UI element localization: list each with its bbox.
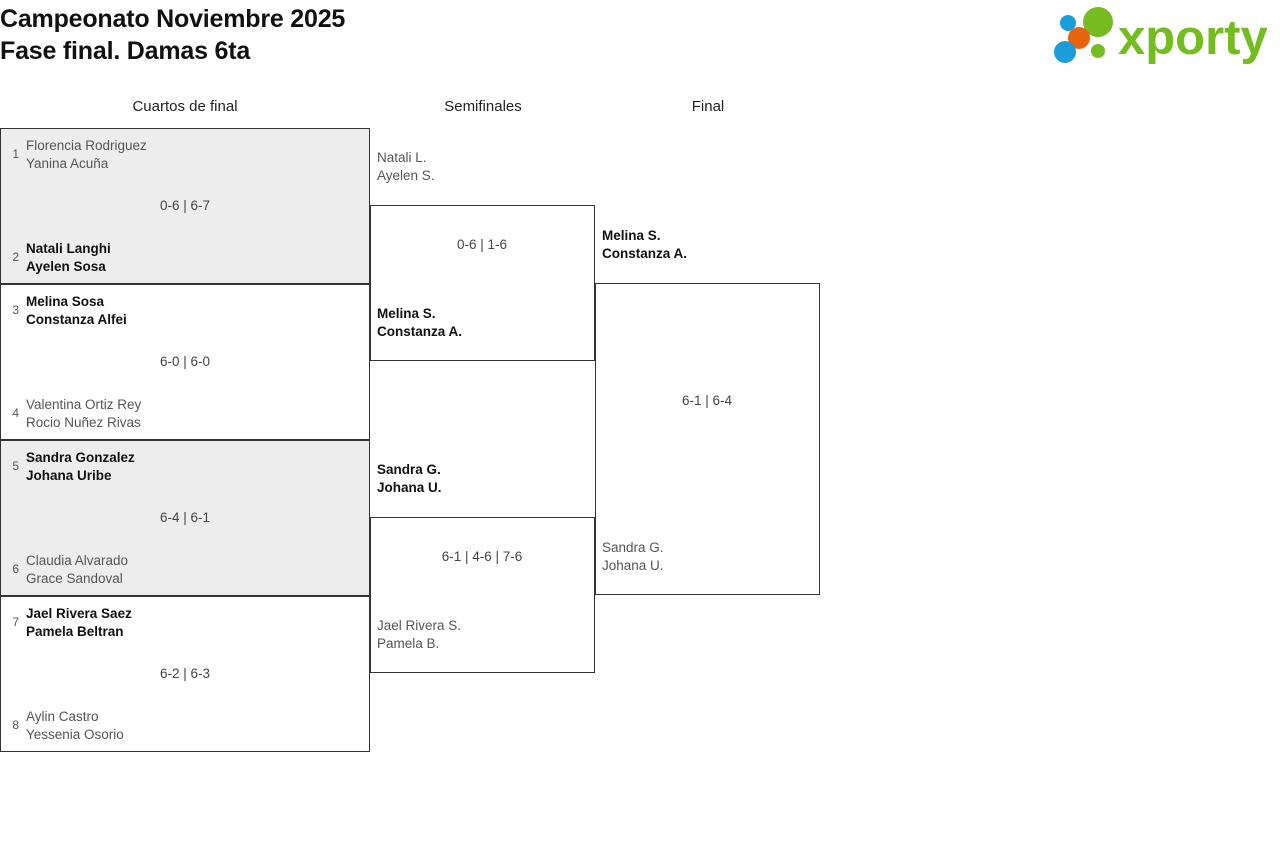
team-qf3-bottom: Claudia Alvarado Grace Sandoval bbox=[26, 552, 128, 588]
round-header-quarterfinals: Cuartos de final bbox=[132, 98, 238, 115]
round-header-final: Final bbox=[691, 98, 725, 115]
score-sf-1: 0-6 | 1-6 bbox=[456, 237, 508, 252]
team-line-1: Natali L. bbox=[377, 150, 427, 165]
team-qf2-top: Melina Sosa Constanza Alfei bbox=[26, 293, 127, 329]
team-sf1-bottom: Melina S. Constanza A. bbox=[377, 305, 462, 341]
logo-dot-green-large bbox=[1083, 7, 1113, 37]
score-sf-2: 6-1 | 4-6 | 7-6 bbox=[441, 549, 523, 564]
team-line-1: Sandra G. bbox=[377, 462, 441, 477]
xporty-logo[interactable]: xporty bbox=[1050, 6, 1276, 66]
team-line-1: Melina S. bbox=[602, 228, 661, 243]
score-qf-3: 6-4 | 6-1 bbox=[159, 510, 211, 525]
seed-number-6: 6 bbox=[12, 562, 19, 576]
team-line-1: Melina Sosa bbox=[26, 294, 105, 309]
team-qf4-top: Jael Rivera Saez Pamela Beltran bbox=[26, 605, 132, 641]
team-line-2: Johana Uribe bbox=[26, 468, 112, 483]
team-line-1: Sandra Gonzalez bbox=[26, 450, 135, 465]
team-final-bottom: Sandra G. Johana U. bbox=[602, 539, 664, 575]
title-line-1: Campeonato Noviembre 2025 bbox=[0, 5, 346, 33]
score-final: 6-1 | 6-4 bbox=[681, 393, 733, 408]
team-line-2: Yanina Acuña bbox=[26, 156, 109, 171]
seed-number-1: 1 bbox=[12, 147, 19, 161]
match-box-qf-1[interactable] bbox=[0, 128, 370, 284]
team-qf2-bottom: Valentina Ortiz Rey Rocio Nuñez Rivas bbox=[26, 396, 141, 432]
team-final-top: Melina S. Constanza A. bbox=[602, 227, 687, 263]
title-line-2: Fase final. Damas 6ta bbox=[0, 37, 251, 65]
team-line-2: Johana U. bbox=[602, 558, 664, 573]
team-line-1: Valentina Ortiz Rey bbox=[26, 397, 142, 412]
team-line-2: Rocio Nuñez Rivas bbox=[26, 415, 141, 430]
match-box-qf-3[interactable] bbox=[0, 440, 370, 596]
match-box-sf-2[interactable] bbox=[370, 517, 595, 673]
team-line-1: Natali Langhi bbox=[26, 241, 111, 256]
team-line-2: Grace Sandoval bbox=[26, 571, 123, 586]
seed-number-7: 7 bbox=[12, 615, 19, 629]
logo-wordmark: xporty bbox=[1118, 11, 1268, 65]
logo-dot-blue-small bbox=[1060, 15, 1076, 31]
seed-number-4: 4 bbox=[12, 406, 19, 420]
team-qf3-top: Sandra Gonzalez Johana Uribe bbox=[26, 449, 135, 485]
match-box-final[interactable] bbox=[595, 283, 820, 595]
team-line-2: Constanza A. bbox=[377, 324, 463, 339]
team-line-2: Pamela B. bbox=[377, 636, 440, 651]
match-box-qf-2[interactable] bbox=[0, 284, 370, 440]
team-qf4-bottom: Aylin Castro Yessenia Osorio bbox=[26, 708, 124, 744]
logo-dot-green-small bbox=[1091, 44, 1105, 58]
team-line-2: Pamela Beltran bbox=[26, 624, 124, 639]
seed-number-8: 8 bbox=[12, 718, 19, 732]
team-line-2: Ayelen Sosa bbox=[26, 259, 106, 274]
team-line-2: Ayelen S. bbox=[377, 168, 435, 183]
score-qf-1: 0-6 | 6-7 bbox=[159, 198, 211, 213]
match-box-qf-4[interactable] bbox=[0, 596, 370, 752]
seed-number-3: 3 bbox=[12, 303, 19, 317]
team-sf2-top: Sandra G. Johana U. bbox=[377, 461, 442, 497]
logo-dot-orange bbox=[1068, 27, 1090, 49]
team-line-1: Claudia Alvarado bbox=[26, 553, 129, 568]
team-sf1-top: Natali L. Ayelen S. bbox=[377, 149, 435, 185]
round-header-semifinals: Semifinales bbox=[444, 98, 522, 115]
team-line-1: Florencia Rodriguez bbox=[26, 138, 147, 153]
score-qf-4: 6-2 | 6-3 bbox=[159, 666, 211, 681]
team-line-2: Constanza Alfei bbox=[26, 312, 127, 327]
team-line-1: Melina S. bbox=[377, 306, 436, 321]
team-line-1: Sandra G. bbox=[602, 540, 664, 555]
team-qf1-bottom: Natali Langhi Ayelen Sosa bbox=[26, 240, 111, 276]
team-sf2-bottom: Jael Rivera S. Pamela B. bbox=[377, 617, 461, 653]
team-line-1: Jael Rivera Saez bbox=[26, 606, 132, 621]
team-line-1: Jael Rivera S. bbox=[377, 618, 462, 633]
page-title: Campeonato Noviembre 2025 Fase final. Da… bbox=[0, 3, 900, 67]
team-line-1: Aylin Castro bbox=[26, 709, 99, 724]
score-qf-2: 6-0 | 6-0 bbox=[159, 354, 211, 369]
team-line-2: Yessenia Osorio bbox=[26, 727, 124, 742]
team-line-2: Constanza A. bbox=[602, 246, 688, 261]
logo-dot-blue-large bbox=[1054, 41, 1076, 63]
seed-number-2: 2 bbox=[12, 250, 19, 264]
seed-number-5: 5 bbox=[12, 459, 19, 473]
team-qf1-top: Florencia Rodriguez Yanina Acuña bbox=[26, 137, 147, 173]
match-box-sf-1[interactable] bbox=[370, 205, 595, 361]
xporty-logo-svg: xporty bbox=[1054, 7, 1268, 65]
team-line-2: Johana U. bbox=[377, 480, 442, 495]
